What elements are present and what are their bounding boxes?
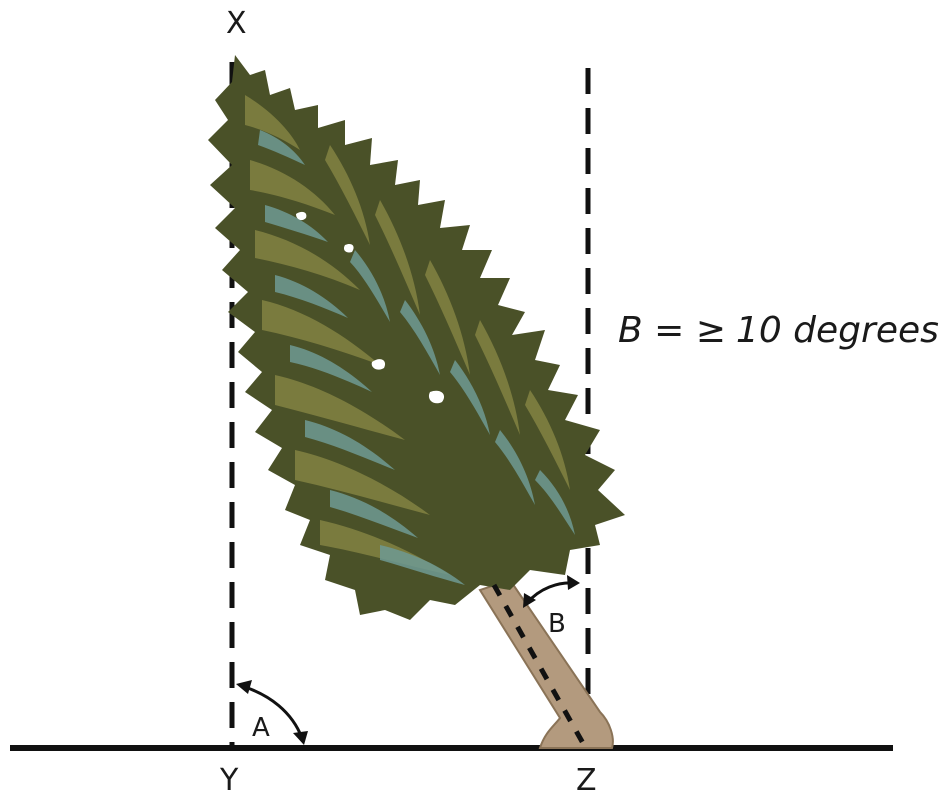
- label-y: Y: [219, 763, 239, 796]
- label-z: Z: [576, 763, 597, 796]
- annotation-symbol: ≥: [696, 310, 726, 351]
- angle-b-arrow: [523, 575, 580, 608]
- label-angle-b: B: [548, 609, 566, 639]
- annotation-value: 10 degrees: [736, 310, 939, 351]
- angle-b-annotation: B = ≥10 degrees: [618, 310, 939, 351]
- annotation-prefix: B =: [618, 310, 696, 351]
- label-angle-a: A: [252, 713, 270, 743]
- leaning-tree: [208, 55, 625, 749]
- angle-a-arrow: [236, 680, 308, 745]
- label-x: X: [226, 6, 247, 41]
- tree-foliage: [208, 55, 625, 620]
- tree-trunk: [478, 578, 614, 749]
- trunk-axis-line: [491, 583, 587, 747]
